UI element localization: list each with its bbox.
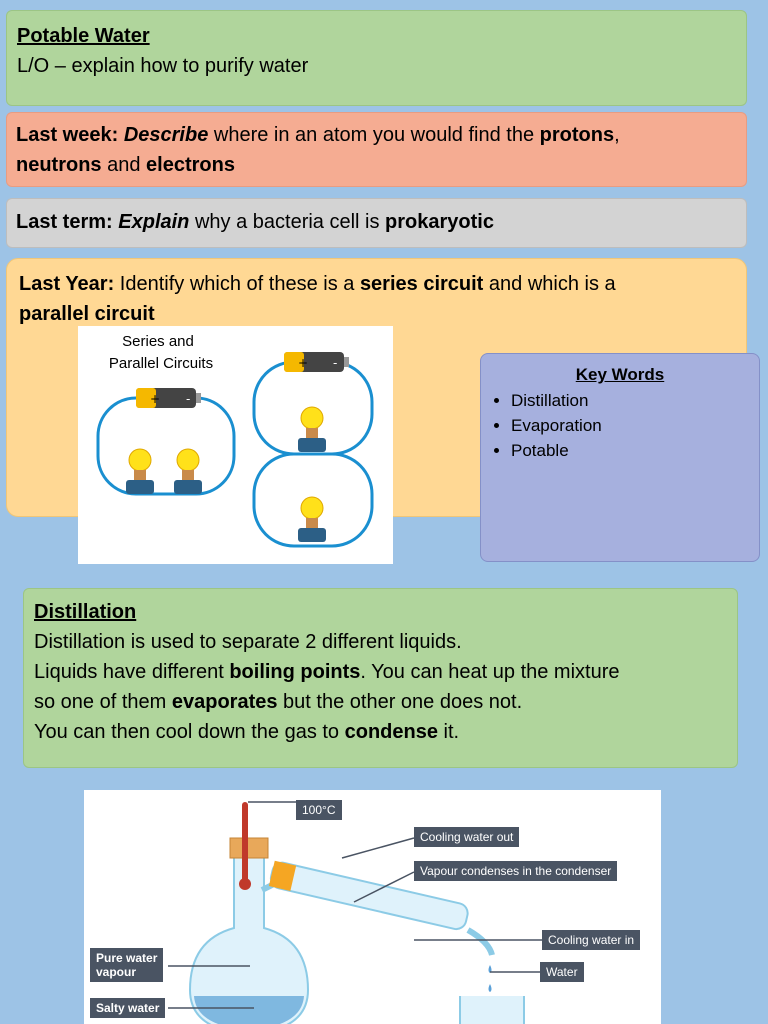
last-year-text1: Identify which of these is a (114, 273, 360, 295)
key-word-item: Distillation (511, 388, 749, 413)
last-week-text1: where in an atom you would find the (208, 124, 540, 146)
last-week-box: Last week: Describe where in an atom you… (6, 112, 747, 187)
key-word-item: Potable (511, 438, 749, 463)
distillation-line-4: You can then cool down the gas to conden… (34, 717, 727, 747)
label-vapour-condenses: Vapour condenses in the condenser (414, 861, 618, 881)
distillation-line-2c: . You can heat up the mixture (360, 661, 620, 683)
distillation-line-3c: but the other one does not. (277, 691, 523, 713)
apparatus-drawing (168, 801, 544, 1024)
distillation-line-2: Liquids have different boiling points. Y… (34, 657, 727, 687)
last-week-and: and (101, 154, 147, 176)
distillation-line-2a: Liquids have different (34, 661, 230, 683)
distillation-box: Distillation Distillation is used to sep… (23, 588, 738, 768)
distillation-line-4c: it. (437, 721, 460, 743)
distillation-diagram: 100°C Cooling water out Vapour condenses… (84, 790, 661, 1024)
last-week-comma: , (614, 124, 620, 146)
label-pure-water-vapour: Pure water vapour (90, 948, 164, 982)
last-year-text2: and which is a (483, 273, 616, 295)
circuit-diagrams: + - + - (96, 352, 374, 548)
key-words-box: Key Words Distillation Evaporation Potab… (480, 353, 760, 562)
label-salty-water: Salty water (90, 998, 166, 1018)
key-words-heading: Key Words (575, 365, 665, 384)
last-week-term-protons: protons (539, 124, 615, 146)
title-box: Potable Water L/O – explain how to purif… (6, 10, 747, 106)
last-term-label: Last term: (16, 211, 113, 233)
key-words-list: Distillation Evaporation Potable (491, 388, 749, 463)
circuits-caption-2: Parallel Circuits (108, 355, 214, 372)
parallel-circuit: + - (252, 352, 374, 548)
last-week-term-neutrons: neutrons (16, 154, 102, 176)
last-year-label: Last Year: (19, 273, 115, 295)
distillation-line-3a: so one of them (34, 691, 172, 713)
label-temperature: 100°C (296, 800, 342, 820)
label-water: Water (540, 962, 584, 982)
distillation-line-1: Distillation is used to separate 2 diffe… (34, 631, 462, 653)
circuits-image: Series and Parallel Circuits + - + - (78, 326, 393, 564)
page-title: Potable Water (17, 25, 150, 47)
last-term-command: Explain (118, 211, 190, 233)
last-week-term-electrons: electrons (146, 154, 235, 176)
term-condense: condense (344, 721, 438, 743)
label-pure-water-line2: vapour (96, 965, 137, 979)
last-week-label: Last week: (16, 124, 119, 146)
key-word-item: Evaporation (511, 413, 749, 438)
label-cooling-water-out: Cooling water out (414, 827, 520, 847)
last-week-command: Describe (123, 124, 209, 146)
learning-objective: L/O – explain how to purify water (17, 55, 309, 77)
distillation-heading: Distillation (34, 601, 137, 623)
svg-text:-: - (333, 356, 337, 370)
distillation-line-3: so one of them evaporates but the other … (34, 687, 727, 717)
last-year-term-series: series circuit (359, 273, 484, 295)
label-pure-water-line1: Pure water (96, 951, 158, 965)
svg-text:-: - (186, 392, 190, 406)
svg-text:+: + (150, 392, 160, 406)
label-cooling-water-in: Cooling water in (542, 930, 641, 950)
distillation-line-4a: You can then cool down the gas to (34, 721, 345, 743)
last-year-term-parallel: parallel circuit (19, 303, 155, 325)
svg-text:+: + (298, 356, 308, 370)
last-term-box: Last term: Explain why a bacteria cell i… (6, 198, 747, 248)
last-term-term-prokaryotic: prokaryotic (385, 211, 494, 233)
term-evaporates: evaporates (171, 691, 278, 713)
last-term-text1: why a bacteria cell is (189, 211, 386, 233)
circuits-caption-1: Series and (122, 333, 194, 350)
term-boiling-points: boiling points (229, 661, 361, 683)
series-circuit: + - (96, 388, 236, 496)
